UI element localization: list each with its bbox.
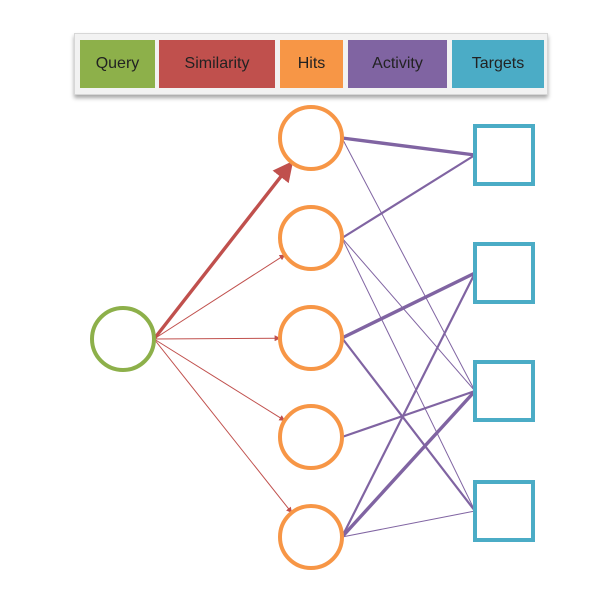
activity-link-3: [341, 154, 476, 239]
legend-targets: Targets: [452, 40, 544, 88]
legend-bar: Query Similarity Hits Activity Targets: [74, 33, 548, 95]
target-node-2: [473, 242, 535, 304]
activity-link-1: [341, 136, 476, 157]
similarity-link-2: [153, 254, 286, 340]
activity-link-7: [341, 337, 476, 512]
activity-link-2: [341, 137, 476, 392]
similarity-link-5: [153, 338, 293, 514]
activity-link-11: [341, 510, 476, 538]
activity-link-9: [341, 272, 476, 538]
query-node: [90, 306, 156, 372]
hit-node-5: [278, 504, 344, 570]
hit-node-2: [278, 205, 344, 271]
legend-activity: Activity: [348, 40, 447, 88]
activity-link-4: [341, 237, 476, 392]
legend-similarity: Similarity: [159, 40, 275, 88]
legend-query: Query: [80, 40, 155, 88]
activity-link-5: [341, 237, 476, 512]
target-node-3: [473, 360, 535, 422]
activity-link-10: [340, 389, 477, 539]
legend-hits: Hits: [280, 40, 343, 88]
activity-link-8: [341, 389, 476, 439]
hit-node-4: [278, 404, 344, 470]
target-node-4: [473, 480, 535, 542]
similarity-link-4: [153, 338, 286, 422]
hit-node-3: [278, 305, 344, 371]
hit-node-1: [278, 105, 344, 171]
similarity-link-1: [152, 160, 294, 341]
target-node-1: [473, 124, 535, 186]
nodes-layer: [90, 105, 535, 570]
activity-link-6: [341, 271, 476, 340]
links-layer: [152, 136, 477, 539]
similarity-link-3: [153, 335, 281, 342]
